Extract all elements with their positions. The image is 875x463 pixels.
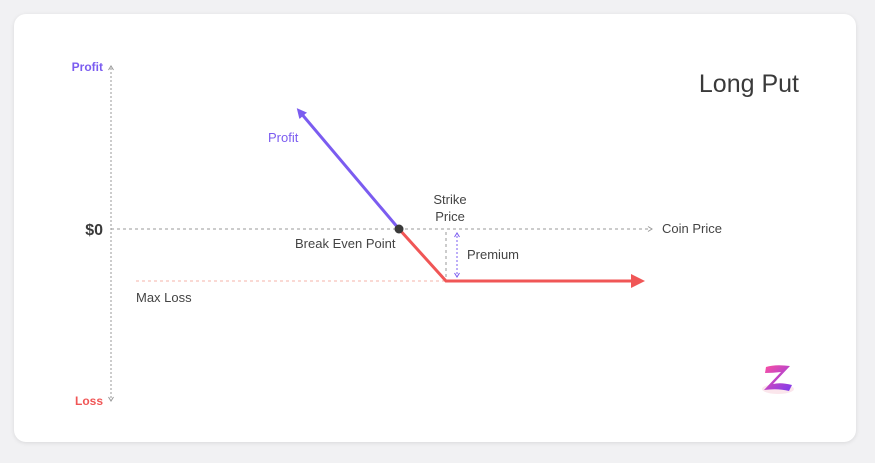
max-loss-label: Max Loss	[136, 290, 192, 305]
y-axis-bottom-arrow-icon	[108, 396, 114, 402]
strike-label-line1: Strike	[433, 192, 466, 207]
y-axis-loss-label: Loss	[75, 394, 103, 408]
z-brand-logo-icon	[762, 365, 794, 394]
strike-label-line2: Price	[435, 209, 465, 224]
premium-arrow-down-icon	[454, 272, 460, 278]
y-axis-profit-label: Profit	[72, 60, 103, 74]
premium-arrow-up-icon	[454, 232, 460, 238]
premium-label: Premium	[467, 247, 519, 262]
loss-payoff-line	[397, 227, 645, 288]
break-even-label: Break Even Point	[295, 236, 396, 251]
profit-payoff-line	[296, 108, 401, 230]
break-even-point-marker	[394, 224, 404, 234]
diagram-title: Long Put	[699, 70, 799, 98]
zero-label: $0	[85, 222, 103, 239]
x-axis-arrow-icon	[647, 226, 653, 232]
profit-annotation: Profit	[268, 130, 299, 145]
diagram-card	[14, 14, 856, 442]
y-axis-top-arrow-icon	[108, 65, 114, 71]
x-axis-label: Coin Price	[662, 221, 722, 236]
